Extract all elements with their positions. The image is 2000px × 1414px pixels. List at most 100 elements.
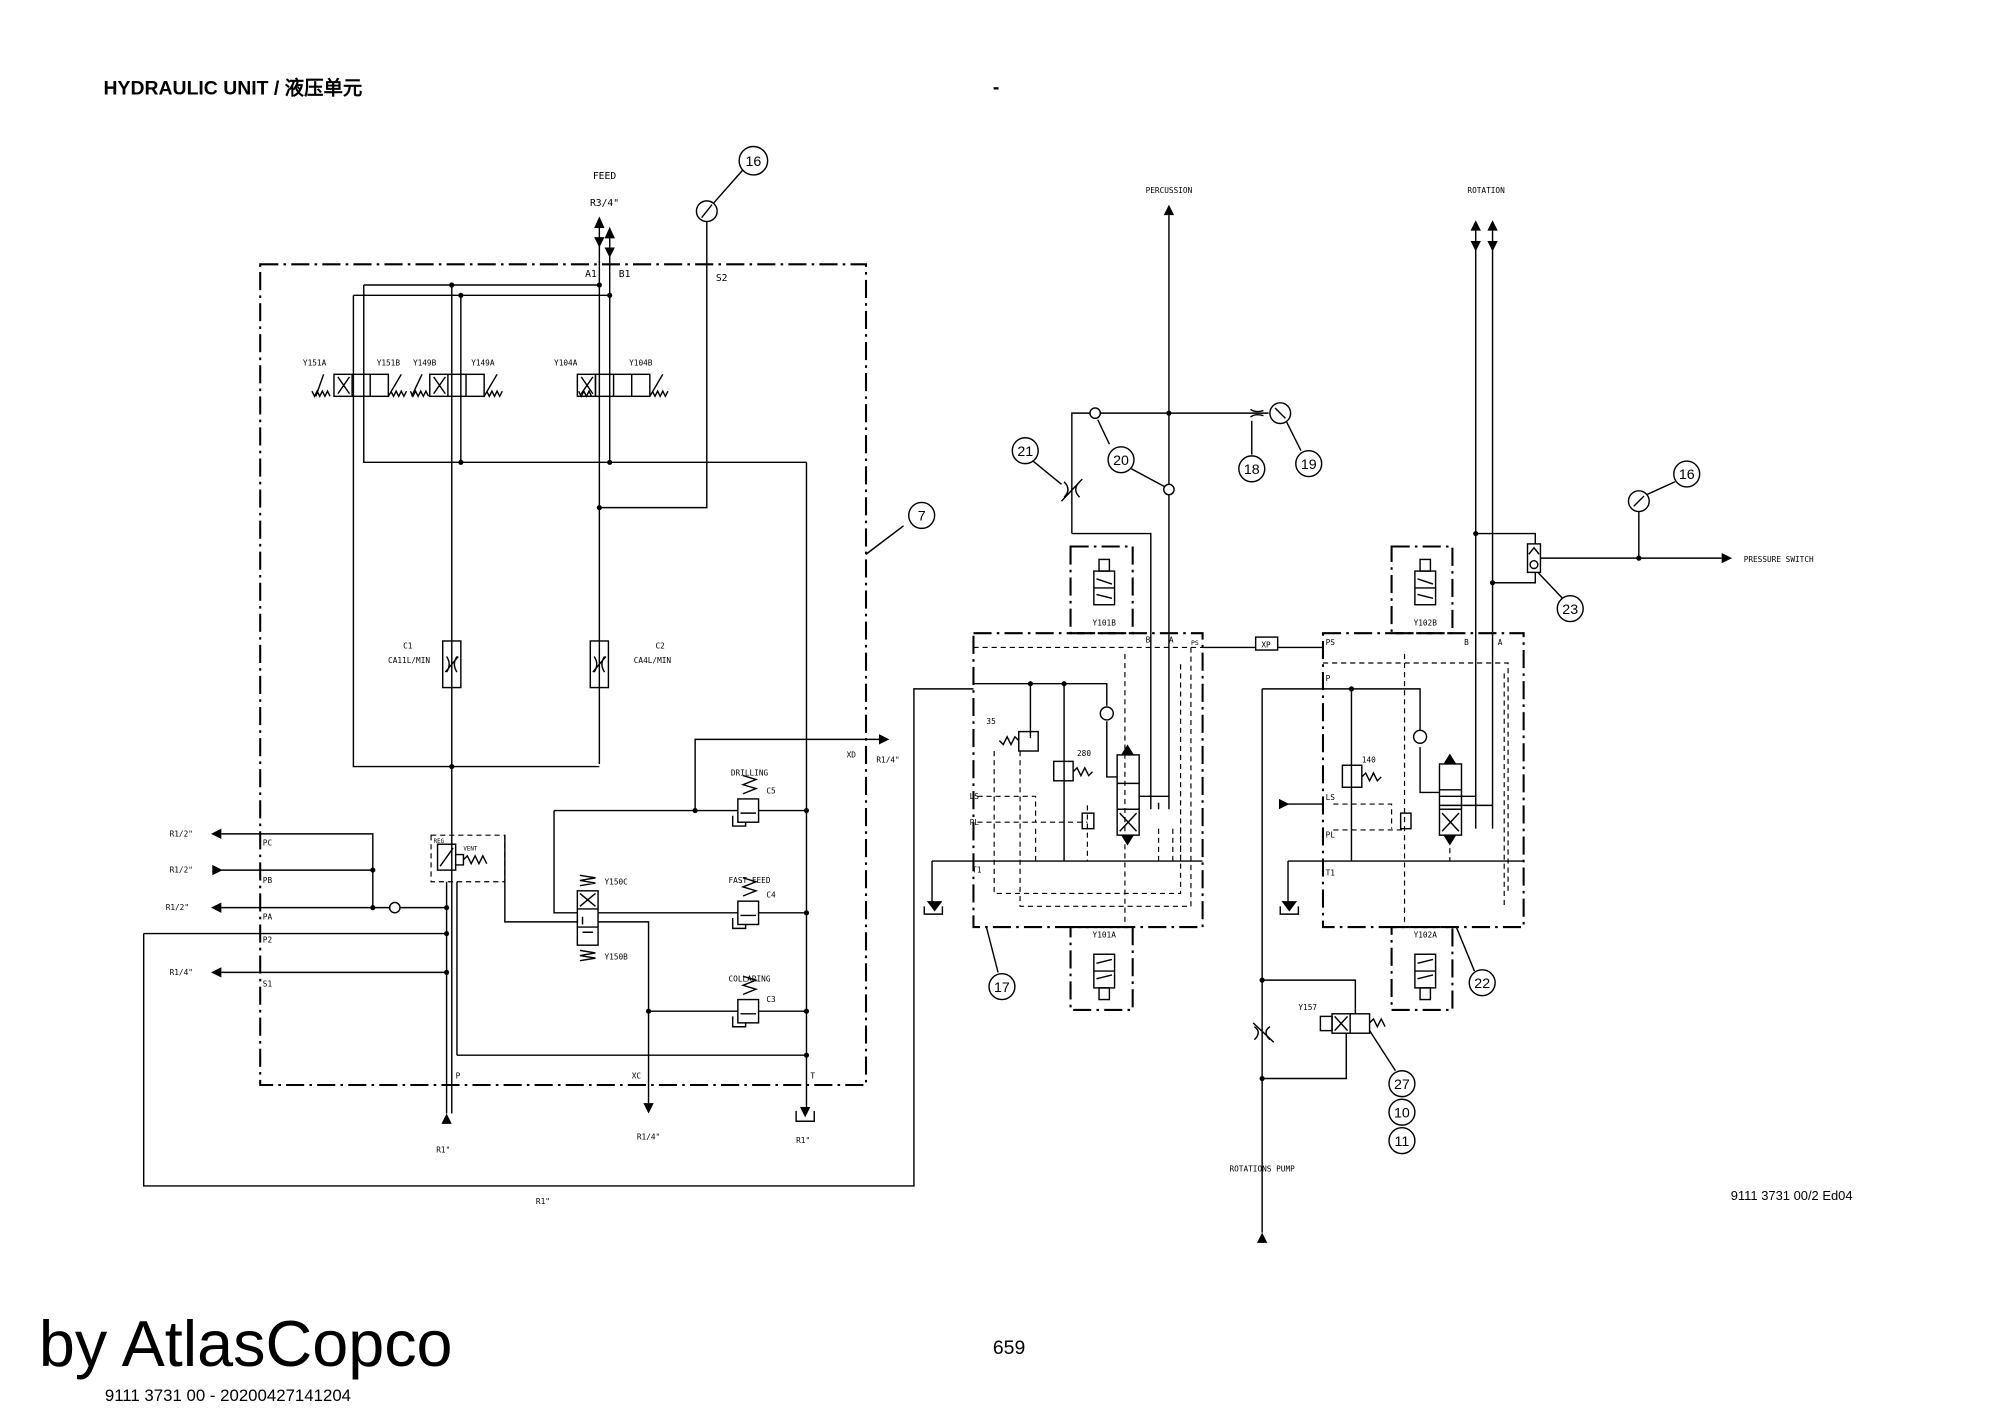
document-code: 9111 3731 00/2 Ed04 (1731, 1188, 1853, 1203)
solenoid-y101a-icon (1093, 953, 1116, 1001)
label-vent: VENT (463, 847, 477, 853)
port-pc: PC (263, 839, 273, 848)
port-a-percussion: A (1169, 635, 1174, 644)
port-xd: XD (847, 750, 857, 759)
return-size: R1" (536, 1197, 550, 1206)
main-valve-percussion (1116, 744, 1140, 846)
solenoid-y101b-icon (1093, 558, 1116, 606)
label-c2-rate: CA4L/MIN (634, 656, 672, 665)
callout-10: 10 (1388, 1098, 1416, 1126)
valve-y151 (311, 373, 408, 398)
label-fast-feed: FAST FEED (729, 876, 771, 885)
label-reg: REG (434, 839, 445, 845)
callout-23: 23 (1556, 594, 1584, 623)
label-y157: Y157 (1298, 1003, 1317, 1012)
port-pa: PA (263, 912, 273, 921)
feed-label: FEED (593, 171, 616, 182)
callout-21: 21 (1011, 437, 1039, 465)
label-y151b: Y151B (377, 358, 401, 367)
callout-16-rotation: 16 (1673, 460, 1701, 488)
port-ls-rotation: LS (1326, 793, 1336, 802)
rotation-unit: ROTATION PRESSURE SWITCH 16 23 Y102B Y10… (1229, 186, 1814, 1243)
svg-text:21: 21 (1017, 444, 1033, 460)
port-s1: S1 (263, 980, 273, 989)
label-y101a: Y101A (1093, 930, 1117, 939)
callout-16: 16 (738, 145, 769, 176)
svg-text:16: 16 (1679, 467, 1695, 483)
label-c1: C1 (403, 642, 413, 651)
rotation-label: ROTATION (1467, 186, 1505, 195)
percussion-unit: PERCUSSION 21 20 18 19 Y101B Y101A B A P… (923, 186, 1323, 1011)
port-pl-rotation: PL (1326, 831, 1336, 840)
valve-y157 (1319, 1013, 1386, 1034)
port-pb: PB (263, 876, 273, 885)
callout-19: 19 (1295, 449, 1323, 478)
relief-valve-140 (1341, 764, 1382, 788)
port-a-rotation: A (1498, 638, 1503, 647)
pb-size: R1/2" (170, 866, 193, 875)
label-y104b: Y104B (629, 358, 653, 367)
label-y149b: Y149B (413, 358, 437, 367)
t-size: R1" (796, 1136, 810, 1145)
port-p: P (456, 1072, 461, 1081)
relief-valve-c5 (731, 774, 760, 827)
p-size: R1" (436, 1145, 450, 1154)
relief-valve-c4 (731, 877, 760, 930)
xd-size: R1/4" (876, 756, 899, 765)
port-b-rotation: B (1464, 638, 1469, 647)
label-y104a: Y104A (554, 358, 578, 367)
svg-text:11: 11 (1395, 1134, 1410, 1150)
page-title: HYDRAULIC UNIT / 液压单元 (104, 77, 363, 100)
port-ls-percussion: LS (970, 792, 980, 801)
title-separator: - (993, 76, 999, 98)
label-y151a: Y151A (303, 358, 327, 367)
svg-text:10: 10 (1394, 1105, 1410, 1121)
label-c1-rate: CA11L/MIN (388, 656, 430, 665)
port-t1-percussion: T1 (972, 866, 982, 875)
svg-text:19: 19 (1301, 457, 1317, 473)
label-xp: XP (1261, 640, 1271, 649)
percussion-label: PERCUSSION (1146, 186, 1193, 195)
label-collaring: COLLARING (729, 974, 771, 983)
label-rotations-pump: ROTATIONS PUMP (1229, 1165, 1295, 1174)
s1-size: R1/4" (170, 968, 193, 977)
pressure-regulator: REG VENT (430, 834, 506, 883)
port-p-rotation: P (1326, 674, 1331, 683)
relief-valve-35 (998, 730, 1039, 752)
file-stamp: 9111 3731 00 - 20200427141204 (105, 1386, 351, 1405)
flow-control-c1 (442, 640, 462, 689)
port-a1: A1 (585, 269, 597, 280)
check-valve-icon (388, 901, 401, 914)
label-140: 140 (1362, 756, 1376, 765)
port-ps-rotation: PS (1326, 638, 1336, 647)
svg-text:7: 7 (918, 509, 926, 525)
valve-y149 (409, 373, 503, 398)
page-number: 659 (993, 1337, 1025, 1359)
port-b-percussion: B (1146, 635, 1151, 644)
port-p2: P2 (263, 936, 272, 945)
feed-unit-boundary (259, 263, 868, 1087)
label-y102a: Y102A (1414, 930, 1438, 939)
label-pressure-switch: PRESSURE SWITCH (1744, 555, 1814, 564)
valve-y150 (576, 874, 599, 962)
label-35: 35 (986, 717, 996, 726)
label-y150c: Y150C (605, 877, 629, 886)
port-ps-percussion: PS (1191, 639, 1199, 647)
port-pl-percussion: PL (970, 818, 980, 827)
port-b1: B1 (619, 269, 631, 280)
solenoid-y102b-icon (1414, 558, 1437, 606)
pa-size: R1/2" (166, 903, 189, 912)
solenoid-y102a-icon (1414, 953, 1437, 1001)
label-c3: C3 (766, 995, 776, 1004)
pressure-gauge-icon (1269, 402, 1292, 425)
callout-11: 11 (1388, 1127, 1416, 1155)
xc-size: R1/4" (637, 1132, 660, 1141)
svg-text:17: 17 (994, 980, 1010, 996)
relief-valve-280 (1053, 760, 1094, 782)
label-y102b: Y102B (1414, 618, 1438, 627)
svg-text:18: 18 (1244, 462, 1260, 478)
watermark: by AtlasCopco (39, 1307, 453, 1380)
main-valve-rotation (1438, 753, 1463, 846)
label-c5: C5 (766, 787, 776, 796)
